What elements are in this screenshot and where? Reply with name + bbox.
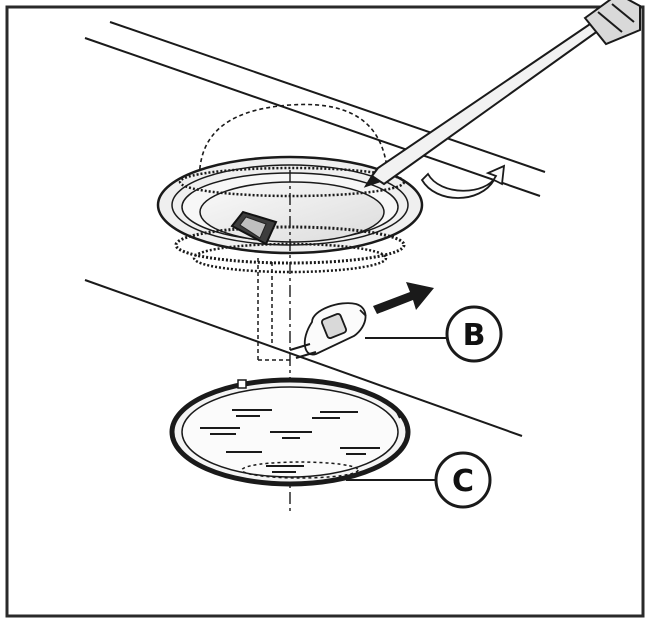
glass-reflection-marks: [200, 409, 380, 473]
callout-c: C: [346, 451, 492, 509]
illustration-frame: [5, 5, 645, 618]
halogen-bulb-icon: [289, 302, 367, 360]
glass-cover-icon: [169, 377, 411, 487]
rotate-arrow-icon: [420, 164, 506, 199]
callout-b: B: [365, 305, 503, 363]
callout-b-label: B: [463, 318, 486, 353]
push-arrow-icon: [373, 282, 434, 314]
screwdriver-icon: [363, 0, 641, 188]
callout-c-label: C: [452, 464, 474, 499]
socket-dashed-leads: [257, 258, 290, 361]
cabinet-edge-lines: [84, 21, 546, 437]
